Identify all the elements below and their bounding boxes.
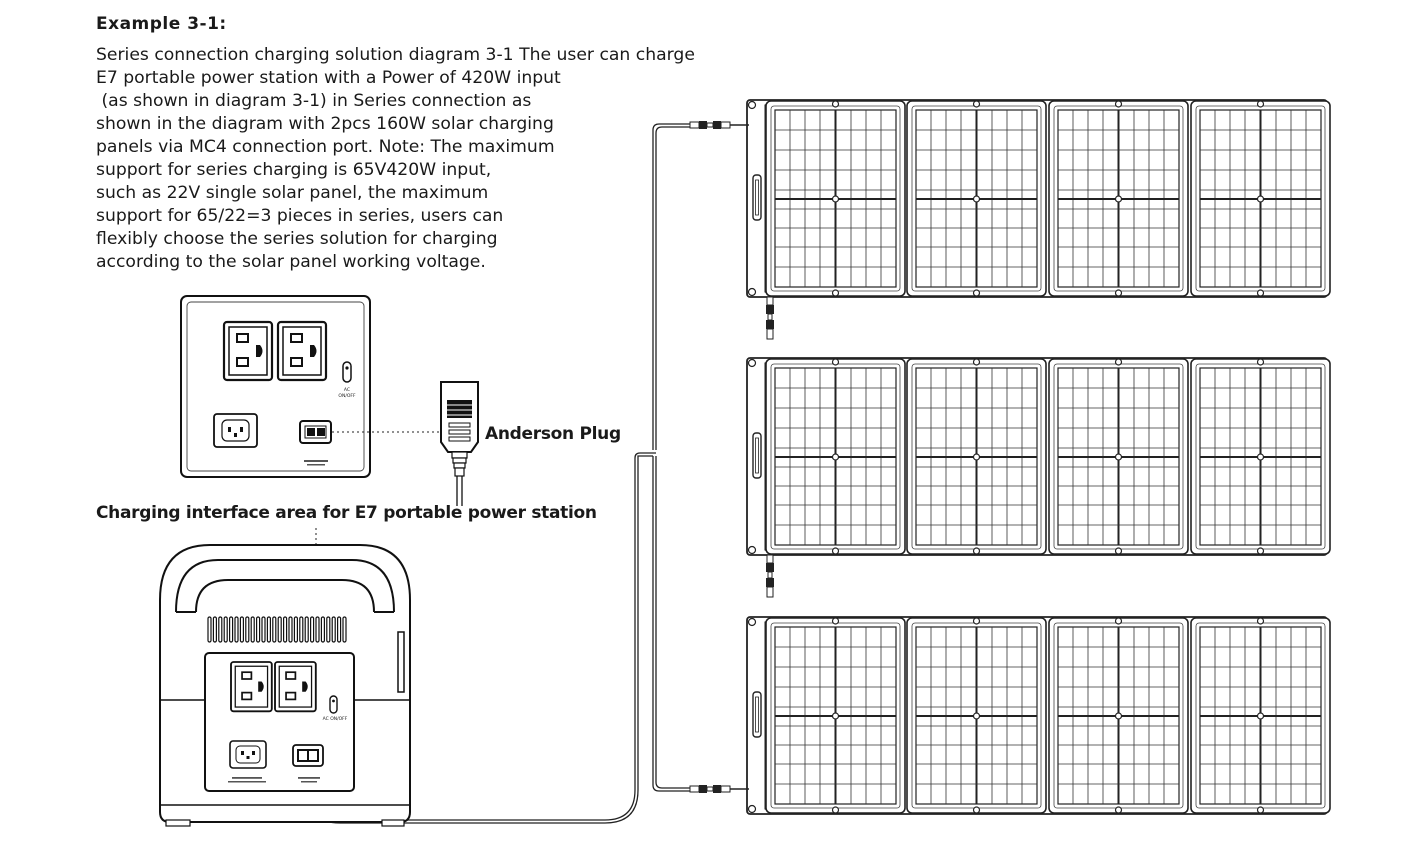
vent-slot (315, 616, 320, 643)
vent-slot (326, 616, 331, 643)
ac-switch-label: AC (344, 387, 350, 393)
vent-slot (229, 616, 234, 643)
ac-outlet-icon (274, 661, 317, 713)
ac-switch-label: ON/OFF (338, 393, 356, 399)
vent-slot (212, 616, 217, 643)
example-heading: Example 3-1: (96, 14, 227, 34)
vent-slot (272, 616, 277, 643)
mc4-connector-icon (689, 120, 749, 130)
vent-slot (256, 616, 261, 643)
description-line: flexibly choose the series solution for … (96, 229, 498, 249)
ac-inlet-icon (229, 740, 267, 769)
ac-inlet-icon (213, 413, 258, 448)
description-line: support for 65/22=3 pieces in series, us… (96, 206, 504, 226)
vent-slot (342, 616, 347, 643)
ac-switch-label: AC ON/OFF (323, 716, 348, 722)
ac-switch-icon (342, 361, 352, 383)
vent-slot (261, 616, 266, 643)
vent-slot (288, 616, 293, 643)
ac-outlet-icon (276, 320, 328, 382)
mc4-connector-icon (765, 296, 775, 340)
power-station-icon (159, 544, 411, 827)
anderson-port-icon (299, 420, 332, 444)
solar-panel-2 (747, 358, 1330, 555)
anderson-plug-icon (440, 381, 479, 506)
vent-slot (234, 616, 239, 643)
ac-switch-icon (329, 695, 338, 714)
vent-slot (310, 616, 315, 643)
vent-slot (304, 616, 309, 643)
mc4-connector-icon (689, 784, 749, 794)
description-line: E7 portable power station with a Power o… (96, 68, 561, 88)
vent-slot (320, 616, 325, 643)
vent-slot (250, 616, 255, 643)
description-line: panels via MC4 connection port. Note: Th… (96, 137, 555, 157)
vent-slot (223, 616, 228, 643)
ac-outlet-icon (222, 320, 274, 382)
solar-panel-1 (747, 100, 1330, 297)
mc4-connector-icon (765, 554, 775, 598)
vent-slot (337, 616, 342, 643)
vent-slot (299, 616, 304, 643)
description-line: shown in the diagram with 2pcs 160W sola… (96, 114, 554, 134)
description-line: such as 22V single solar panel, the maxi… (96, 183, 489, 203)
anderson-port-icon (292, 744, 324, 767)
description-line: (as shown in diagram 3-1) in Series conn… (96, 91, 532, 111)
vent-slot (245, 616, 250, 643)
description-line: support for series charging is 65V420W i… (96, 160, 492, 180)
vent-slot (239, 616, 244, 643)
ac-outlet-icon (230, 661, 273, 713)
description-line: Series connection charging solution diag… (96, 45, 695, 65)
vent-slot (277, 616, 282, 643)
description-line: according to the solar panel working vol… (96, 252, 486, 272)
vent-slot (283, 616, 288, 643)
description-text: Series connection charging solution diag… (96, 44, 796, 274)
vent-slot (207, 616, 212, 643)
charging-interface-label: Charging interface area for E7 portable … (96, 503, 597, 523)
vent-slot (218, 616, 223, 643)
charging-interface-panel: AC ON/OFF (180, 295, 371, 478)
vent-slot (266, 616, 271, 643)
anderson-plug-label: Anderson Plug (485, 424, 621, 444)
vent-slot (293, 616, 298, 643)
solar-panel-3 (747, 617, 1330, 814)
vent-slot (331, 616, 336, 643)
